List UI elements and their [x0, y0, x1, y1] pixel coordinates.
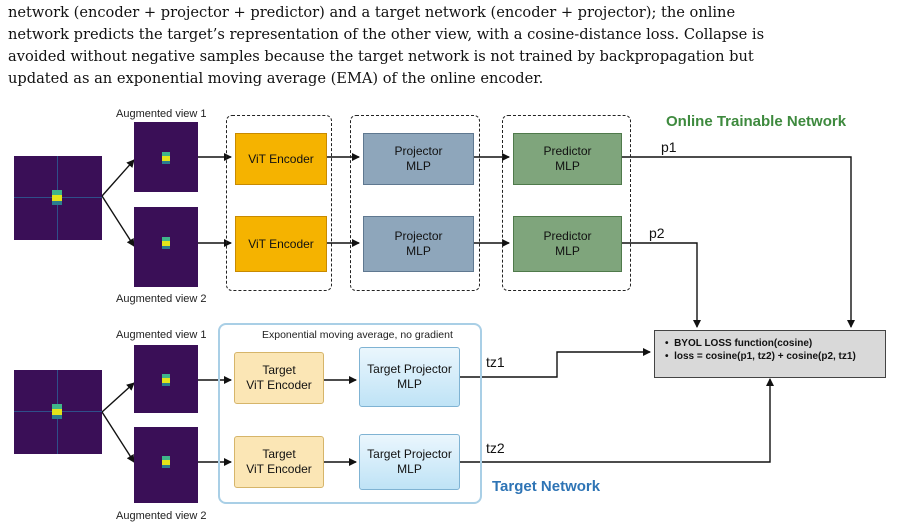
arrow-src-to-view2 [101, 195, 135, 247]
loss-line-2: • loss = cosine(p1, tz2) + cosine(p2, tz… [665, 351, 856, 362]
online-predictor-1: Predictor MLP [513, 133, 622, 185]
arrow-tz2-to-loss [460, 378, 774, 463]
caption-line-2: network predicts the target’s representa… [8, 26, 765, 43]
source-image-online [14, 156, 102, 240]
online-vit-encoder-2: ViT Encoder [235, 216, 327, 272]
target-vit-encoder-1-line1: Target [262, 363, 296, 377]
caption-line-3: avoided without negative samples because… [8, 48, 754, 65]
online-projector-2-line2: MLP [406, 244, 431, 258]
target-vit-encoder-1-line2: ViT Encoder [246, 378, 312, 392]
online-projector-1-line1: Projector [394, 144, 443, 158]
online-predictor-1-line2: MLP [555, 159, 580, 173]
projector-group-frame [350, 115, 480, 291]
target-vit-encoder-2-line2: ViT Encoder [246, 462, 312, 476]
online-view1-label: Augmented view 1 [116, 108, 207, 120]
arrow-tsrc-to-view1 [101, 382, 135, 413]
online-network-title: Online Trainable Network [666, 113, 847, 130]
online-projector-2-line1: Projector [394, 229, 443, 243]
online-projector-2: Projector MLP [363, 216, 474, 272]
online-projector-1-line2: MLP [406, 159, 431, 173]
online-predictor-2: Predictor MLP [513, 216, 622, 272]
online-projector-1: Projector MLP [363, 133, 474, 185]
caption-line-1: network (encoder + projector + predictor… [8, 4, 736, 21]
target-vit-encoder-2: Target ViT Encoder [234, 436, 324, 488]
online-view2-label: Augmented view 2 [116, 293, 207, 305]
target-vit-encoder-2-line1: Target [262, 447, 296, 461]
online-view1-image [134, 122, 198, 192]
arrow-src-to-view1 [101, 159, 135, 197]
online-predictor-1-line1: Predictor [543, 144, 592, 158]
target-projector-1-line2: MLP [397, 377, 422, 391]
arrow-p1-to-loss [622, 156, 855, 328]
caption-line-4: updated as an exponential moving average… [8, 70, 544, 87]
loss-line-2-text: loss = cosine(p1, tz2) + cosine(p2, tz1) [674, 351, 856, 362]
ema-note: Exponential moving average, no gradient [262, 329, 453, 341]
loss-line-1-text: BYOL LOSS function(cosine) [674, 338, 813, 349]
tz2-label: tz2 [486, 440, 505, 456]
caption-paragraph: network (encoder + projector + predictor… [8, 2, 890, 90]
tz1-label: tz1 [486, 354, 505, 370]
target-network-frame [218, 323, 482, 504]
p2-label: p2 [649, 225, 665, 241]
source-image-target [14, 370, 102, 454]
online-predictor-2-line2: MLP [555, 244, 580, 258]
byol-loss-box: • BYOL LOSS function(cosine) • loss = co… [654, 330, 886, 378]
online-vit-encoder-1-label: ViT Encoder [248, 151, 314, 166]
arrow-tz1-to-loss [460, 348, 651, 378]
online-view2-image [134, 207, 198, 287]
target-view1-label: Augmented view 1 [116, 329, 207, 341]
target-network-title: Target Network [492, 478, 601, 495]
target-projector-2-line2: MLP [397, 462, 422, 476]
target-projector-1: Target Projector MLP [359, 347, 460, 407]
loss-line-1: • BYOL LOSS function(cosine) [665, 338, 813, 349]
target-vit-encoder-1: Target ViT Encoder [234, 352, 324, 404]
online-predictor-2-line1: Predictor [543, 229, 592, 243]
target-projector-1-line1: Target Projector [367, 362, 452, 376]
target-projector-2-line1: Target Projector [367, 447, 452, 461]
arrow-tsrc-to-view2 [101, 411, 135, 463]
arrow-p2-to-loss [622, 242, 701, 328]
target-view2-image [134, 427, 198, 503]
online-vit-encoder-1: ViT Encoder [235, 133, 327, 185]
target-view2-label: Augmented view 2 [116, 510, 207, 522]
target-view1-image [134, 345, 198, 413]
online-vit-encoder-2-label: ViT Encoder [248, 236, 314, 251]
target-projector-2: Target Projector MLP [359, 434, 460, 490]
p1-label: p1 [661, 139, 677, 155]
encoder-group-frame [226, 115, 332, 291]
predictor-group-frame [502, 115, 631, 291]
